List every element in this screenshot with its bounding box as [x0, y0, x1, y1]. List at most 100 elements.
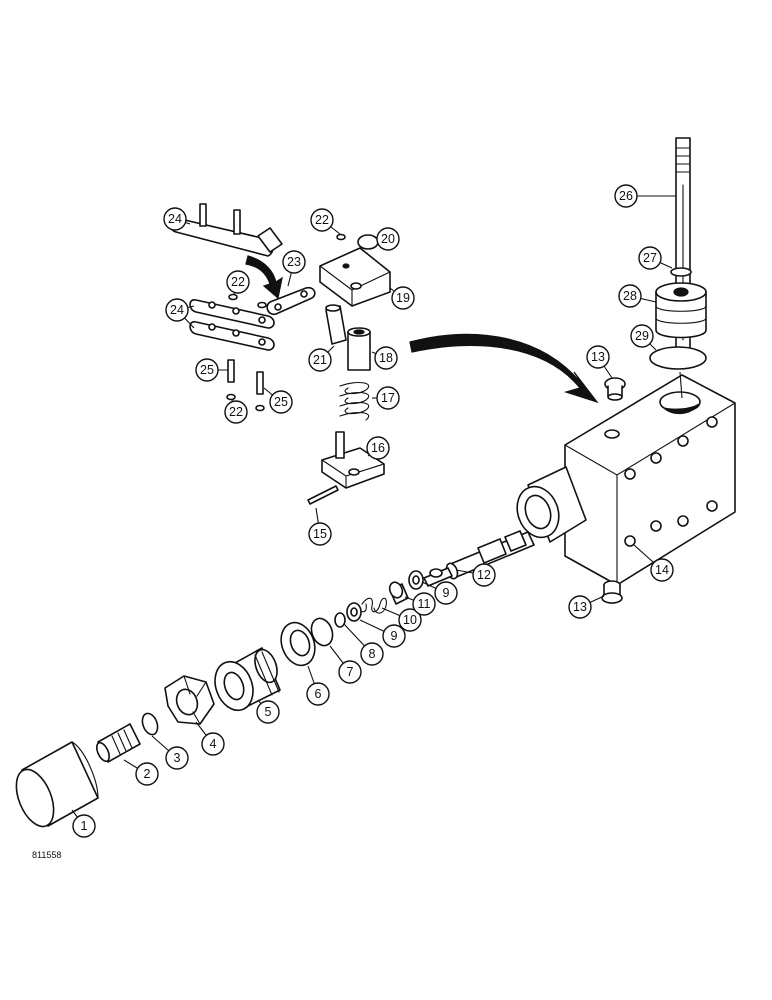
roll-pin	[307, 485, 339, 505]
callout-label: 15	[313, 527, 327, 541]
callout-circle	[226, 270, 250, 294]
valve-spool	[423, 530, 535, 587]
sleeve	[347, 327, 371, 371]
callout-22: 22	[224, 400, 248, 424]
callout-label: 20	[381, 232, 395, 246]
callout-1: 1	[72, 814, 96, 838]
callout-2: 2	[135, 762, 159, 786]
callout-label: 12	[477, 568, 491, 582]
callout-label: 28	[623, 289, 637, 303]
callout-layer: 1234567899101112131314151617181920212222…	[72, 184, 674, 838]
o-ring-cap	[141, 712, 159, 736]
lever-pin	[325, 304, 347, 345]
adjusting-screw	[96, 723, 141, 763]
callout-15: 15	[308, 522, 332, 546]
washer-small	[334, 612, 346, 628]
callout-circle	[568, 595, 592, 619]
callout-circle	[614, 184, 638, 208]
callout-circle	[391, 286, 415, 310]
callout-circle	[376, 227, 400, 251]
callout-circle	[306, 682, 330, 706]
callout-circle	[256, 700, 280, 724]
lever-block	[319, 247, 391, 307]
callout-circle	[586, 345, 610, 369]
callout-label: 10	[403, 613, 417, 627]
callout-label: 25	[200, 363, 214, 377]
callout-circle	[360, 642, 384, 666]
callout-18: 18	[374, 346, 398, 370]
lever-bracket	[169, 203, 283, 257]
callout-circle	[135, 762, 159, 786]
callout-circle	[638, 246, 662, 270]
callout-5: 5	[256, 700, 280, 724]
assembly-arrow-small	[245, 255, 283, 300]
spacer	[388, 581, 409, 605]
callout-circle	[195, 358, 219, 382]
callout-circle	[434, 581, 458, 605]
callout-label: 13	[591, 350, 605, 364]
callout-label: 9	[391, 629, 398, 643]
callout-11: 11	[412, 592, 436, 616]
callout-4: 4	[201, 732, 225, 756]
callout-label: 4	[210, 737, 217, 751]
link-upper	[189, 299, 275, 329]
callout-label: 19	[396, 291, 410, 305]
callout-circle	[224, 400, 248, 424]
spring-seat	[321, 431, 385, 489]
callout-label: 24	[170, 303, 184, 317]
callout-28: 28	[618, 284, 642, 308]
callout-label: 1	[81, 819, 88, 833]
callout-label: 2	[144, 767, 151, 781]
callout-label: 7	[347, 665, 354, 679]
callout-14: 14	[650, 558, 674, 582]
plug-top	[604, 377, 626, 401]
callout-label: 21	[313, 353, 327, 367]
callout-circle	[282, 250, 306, 274]
callout-label: 22	[229, 405, 243, 419]
retaining-rings	[226, 233, 346, 412]
callout-circle	[163, 207, 187, 231]
callout-label: 11	[418, 597, 431, 611]
o-ring-large	[649, 346, 707, 370]
figure-id: 811558	[32, 850, 61, 860]
callout-label: 18	[379, 351, 393, 365]
callout-19: 19	[391, 286, 415, 310]
callout-label: 29	[635, 329, 649, 343]
callout-8: 8	[360, 642, 384, 666]
callout-17: 17	[376, 386, 400, 410]
callout-circle	[630, 324, 654, 348]
callout-22: 22	[226, 270, 250, 294]
callout-circle	[618, 284, 642, 308]
callout-circle	[269, 390, 293, 414]
adapter-fitting	[214, 647, 281, 712]
callout-13: 13	[586, 345, 610, 369]
callout-circle	[412, 592, 436, 616]
callout-12: 12	[472, 563, 496, 587]
callout-29: 29	[630, 324, 654, 348]
callout-label: 6	[315, 687, 322, 701]
callout-label: 16	[371, 441, 385, 455]
pins	[227, 359, 264, 395]
callout-circle	[376, 386, 400, 410]
callout-27: 27	[638, 246, 662, 270]
callout-24: 24	[165, 298, 189, 322]
callout-label: 26	[619, 189, 633, 203]
link-plate	[266, 286, 316, 316]
callout-10: 10	[398, 608, 422, 632]
callout-label: 9	[443, 586, 450, 600]
callout-circle	[201, 732, 225, 756]
callout-circle	[165, 746, 189, 770]
callout-22: 22	[310, 208, 334, 232]
spring-small	[357, 597, 387, 614]
callout-25: 25	[269, 390, 293, 414]
callout-circle	[650, 558, 674, 582]
piston	[655, 282, 707, 339]
callout-9: 9	[434, 581, 458, 605]
callout-label: 24	[168, 212, 182, 226]
callout-label: 14	[655, 563, 669, 577]
callout-20: 20	[376, 227, 400, 251]
callout-circle	[308, 522, 332, 546]
callout-circle	[310, 208, 334, 232]
callout-24: 24	[163, 207, 187, 231]
